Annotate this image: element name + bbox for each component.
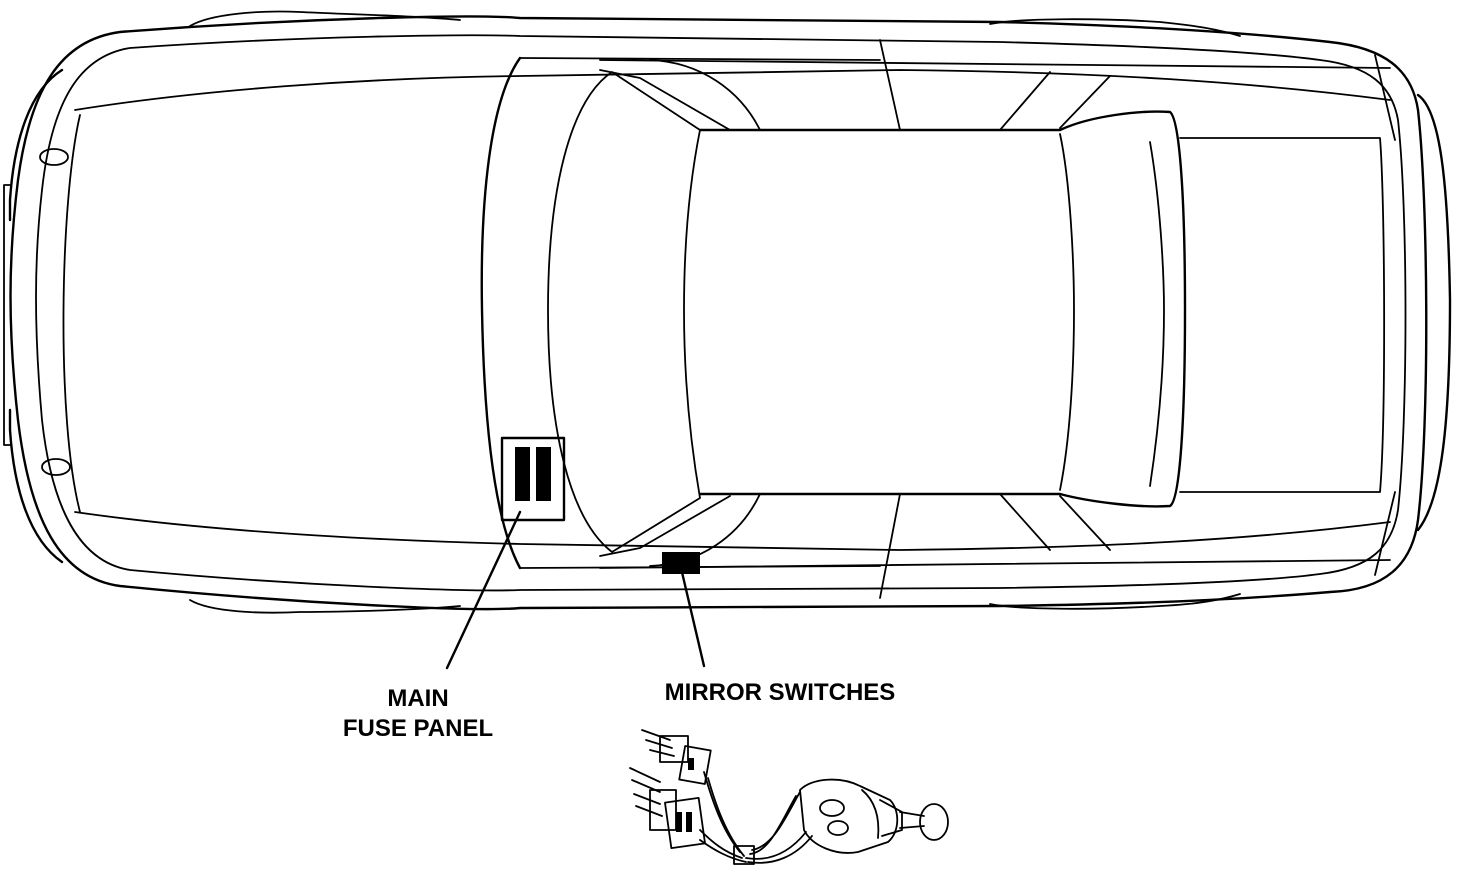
headlight-right: [41, 458, 71, 476]
front-bumper: [8, 68, 64, 564]
mirror-switch-marker: [662, 552, 700, 574]
wire-harness: [699, 771, 813, 864]
car-body-outline: [9, 15, 1428, 611]
switch-knob: [919, 803, 949, 841]
fuse-block-right: [536, 447, 551, 501]
mirror-switches-label: MIRROR SWITCHES: [665, 679, 896, 706]
wire-clip: [733, 845, 755, 865]
hood-crease-top: [74, 69, 1391, 111]
rear-window: [1179, 137, 1386, 493]
mirror-switch-leader: [679, 566, 706, 668]
mirror-switch-assembly: [629, 729, 949, 865]
lower-connector: [664, 796, 706, 850]
wheel-arch-rear-top: [989, 18, 1241, 37]
fuse-panel-leader: [445, 510, 522, 670]
wheel-arch-front-top: [189, 10, 461, 27]
headlight-left: [39, 148, 69, 166]
fuse-panel-marker: [500, 436, 566, 522]
door-line-top-1: [879, 39, 901, 131]
roof-outline: [698, 110, 1187, 508]
wheel-arch-rear-bottom: [989, 593, 1241, 610]
hood-crease-bottom: [74, 511, 1391, 551]
fuse-panel-label-line1: MAIN: [387, 685, 448, 712]
fuse-panel-label-line2: FUSE PANEL: [343, 715, 493, 742]
fuse-block-left: [515, 447, 530, 501]
upper-connector: [678, 745, 712, 785]
door-line-top-2: [999, 71, 1051, 131]
wheel-arch-front-bottom: [189, 599, 461, 614]
windshield-frame: [480, 56, 522, 570]
windshield: [547, 71, 701, 553]
rear-bumper: [1416, 93, 1452, 532]
door-line-bottom-1: [879, 493, 901, 599]
car-body-contour: [35, 34, 1407, 592]
car-top-view: [3, 10, 1452, 614]
switch-body: [799, 778, 899, 854]
door-line-bottom-2: [999, 493, 1051, 551]
hood-outline: [62, 114, 81, 513]
